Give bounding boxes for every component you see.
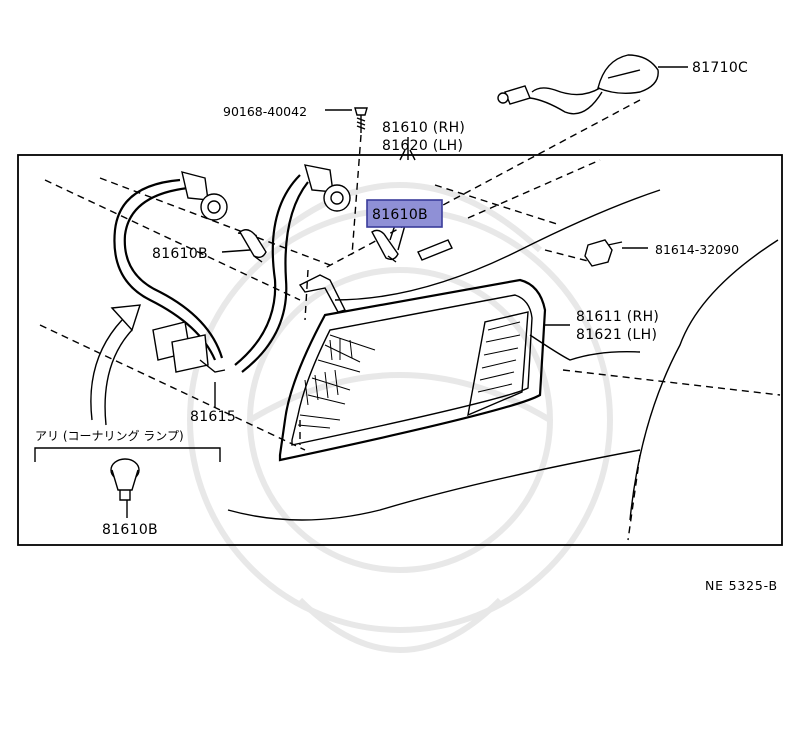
cornering-note-bracket (34, 447, 221, 462)
screw-label: 90168-40042 (223, 104, 307, 119)
bulb-left-icon (239, 229, 267, 263)
bulb-highlight-box[interactable] (366, 199, 443, 228)
screw-icon (354, 107, 368, 133)
socket-label: 81615 (190, 409, 236, 425)
bulb-highlighted-label[interactable]: 81610B (372, 207, 428, 223)
clip-icon (584, 239, 623, 267)
lens-lh-label: 81621 (LH) (576, 327, 657, 343)
side-marker-icon (497, 54, 659, 115)
lens-window-icon (417, 239, 453, 261)
clip-label: 81614-32090 (655, 242, 739, 257)
direction-arrow-icon (90, 304, 141, 426)
bulb-cornering-icon (110, 458, 140, 501)
side-marker-label: 81710C (692, 60, 748, 76)
socket-right-icon (304, 164, 351, 212)
wiring-harness (113, 174, 309, 373)
diagram-frame (17, 154, 783, 546)
socket-left-icon (181, 171, 228, 221)
lamp-lh-label: 81620 (LH) (382, 138, 463, 154)
bulb-cornering-label: 81610B (102, 522, 158, 538)
lamp-rh-label: 81610 (RH) (382, 120, 465, 136)
lamp-mount-bracket (298, 274, 347, 313)
bulb-left-label: 81610B (152, 246, 208, 262)
body-outline (227, 189, 779, 541)
diagram-code: NE 5325-B (705, 578, 778, 593)
corner-lamp-lens (278, 278, 641, 462)
lens-rh-label: 81611 (RH) (576, 309, 659, 325)
cornering-note-label: アリ (コーナリング ランプ) (35, 429, 184, 443)
connector-block-icon (152, 321, 226, 373)
bulb-highlighted-icon (371, 229, 399, 263)
